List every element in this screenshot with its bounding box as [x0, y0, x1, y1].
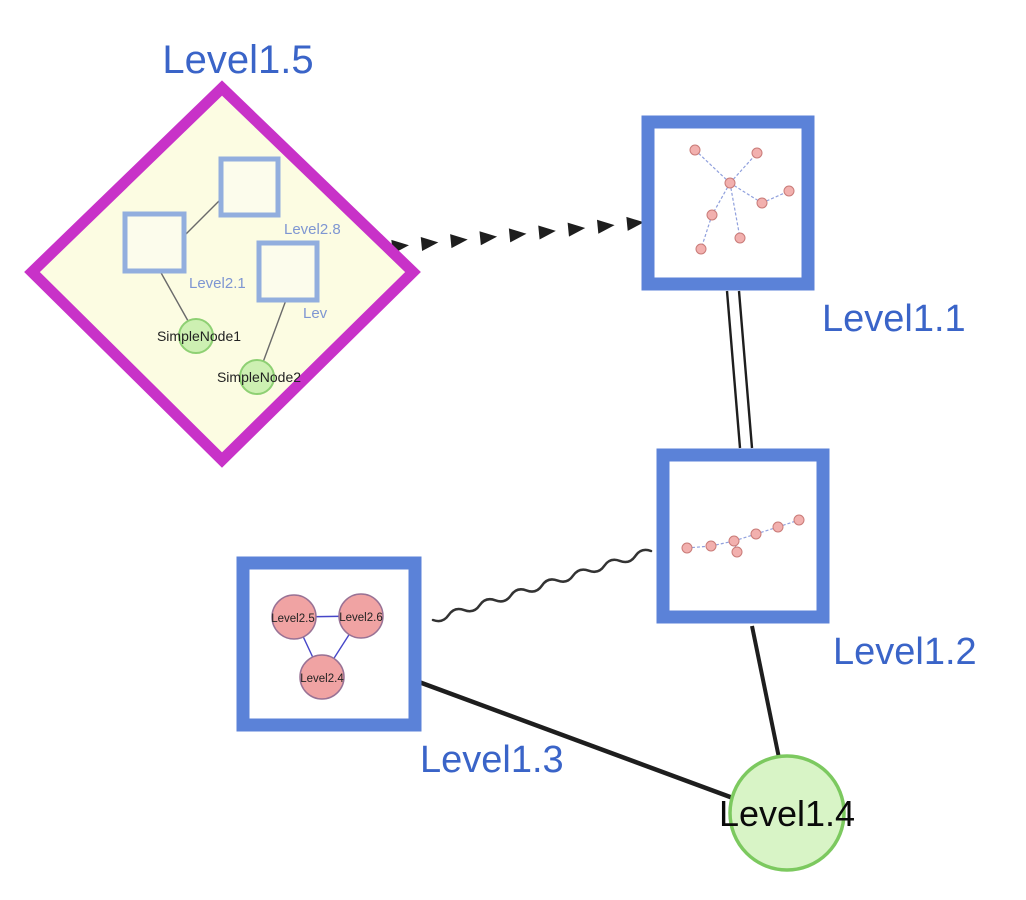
- arrowhead-icon: [538, 225, 556, 240]
- level12-mini-graph: [681, 514, 805, 558]
- mini-node[interactable]: [695, 243, 707, 255]
- arrowhead-icon: [479, 231, 498, 246]
- double-edge-line-2: [737, 290, 754, 449]
- edge-level21-level28: [183, 198, 222, 237]
- double-edge-line-1: [725, 290, 742, 449]
- label-level12: Level1.2: [833, 631, 977, 673]
- mini-edge: [700, 214, 713, 250]
- mini-node[interactable]: [705, 540, 717, 552]
- mini-node[interactable]: [734, 232, 746, 244]
- arrowhead-icon: [450, 234, 468, 249]
- node-level13-group: Level2.5 Level2.6 Level2.4: [236, 556, 422, 732]
- label-level13: Level1.3: [420, 739, 564, 781]
- arrowhead-icon: [626, 216, 644, 231]
- label-level26: Level2.6: [339, 612, 382, 624]
- node-level21[interactable]: [122, 211, 187, 274]
- arrowhead-icon: [420, 237, 439, 251]
- node-level12-group: [656, 448, 830, 624]
- node-level11-group: [641, 115, 815, 291]
- node-level11[interactable]: [641, 115, 815, 291]
- mini-node[interactable]: [783, 185, 795, 197]
- edge-level13-level12-wavy[interactable]: [431, 548, 653, 623]
- edge-level11-level12-double[interactable]: [725, 290, 754, 449]
- mini-node[interactable]: [750, 528, 762, 540]
- label-level21: Level2.1: [189, 275, 246, 292]
- mini-edge: [729, 152, 758, 184]
- mini-edge: [729, 182, 741, 239]
- mini-edge: [755, 526, 779, 535]
- mini-node[interactable]: [689, 144, 701, 156]
- mini-node[interactable]: [772, 521, 784, 533]
- edges-layer: [391, 215, 781, 804]
- mini-node[interactable]: [731, 546, 743, 558]
- mini-node[interactable]: [706, 209, 718, 221]
- mini-edge: [733, 533, 757, 542]
- edge-level21-simplenode1: [159, 270, 193, 329]
- node-level14[interactable]: [728, 754, 846, 872]
- node-level13[interactable]: [236, 556, 422, 732]
- arrowhead-icon: [567, 222, 586, 237]
- mini-node[interactable]: [681, 542, 693, 554]
- edge-level12-level14[interactable]: [750, 625, 781, 759]
- node-level12[interactable]: [656, 448, 830, 624]
- label-level25: Level2.5: [271, 613, 314, 625]
- label-lev: Lev: [303, 305, 328, 322]
- node-level15-group: Level2.8 Level2.1 Lev SimpleNode1 Simple…: [24, 80, 421, 468]
- mini-edge: [729, 182, 763, 204]
- label-level28: Level2.8: [284, 221, 341, 238]
- node-level26[interactable]: [338, 593, 384, 639]
- label-level11: Level1.1: [822, 298, 966, 340]
- mini-node[interactable]: [751, 147, 763, 159]
- mini-edge: [694, 149, 731, 184]
- node-level24[interactable]: [299, 654, 345, 700]
- edge-level15-level11-dashed-arrows[interactable]: [391, 215, 644, 254]
- level11-mini-graph: [689, 144, 795, 255]
- label-level14: Level1.4: [719, 793, 855, 834]
- mini-edge: [777, 519, 800, 528]
- arrowhead-icon: [508, 228, 527, 243]
- node-simplenode1[interactable]: [178, 318, 214, 354]
- edge-lev-simplenode2: [261, 299, 287, 366]
- mini-edge: [710, 540, 735, 547]
- mini-node[interactable]: [756, 197, 768, 209]
- labels-layer: Level1.5 Level1.1 Level1.2 Level1.3: [162, 38, 976, 781]
- label-level15: Level1.5: [162, 38, 313, 82]
- mini-node[interactable]: [724, 177, 736, 189]
- level13-mini-graph: Level2.5 Level2.6 Level2.4: [271, 593, 384, 700]
- label-level24: Level2.4: [300, 673, 344, 685]
- node-level25[interactable]: [271, 594, 317, 640]
- node-level14-group: Level1.4: [719, 754, 855, 872]
- node-lev[interactable]: [256, 240, 320, 303]
- mini-node[interactable]: [728, 535, 740, 547]
- node-simplenode2[interactable]: [239, 359, 275, 395]
- mini-node[interactable]: [793, 514, 805, 526]
- edge-level13-level14[interactable]: [418, 679, 742, 804]
- label-simplenode2: SimpleNode2: [217, 369, 301, 385]
- node-level15-diamond[interactable]: [24, 80, 421, 468]
- arrowhead-icon: [596, 219, 615, 234]
- label-simplenode1: SimpleNode1: [157, 328, 241, 344]
- node-level28[interactable]: [218, 156, 281, 218]
- mini-edge: [711, 182, 731, 216]
